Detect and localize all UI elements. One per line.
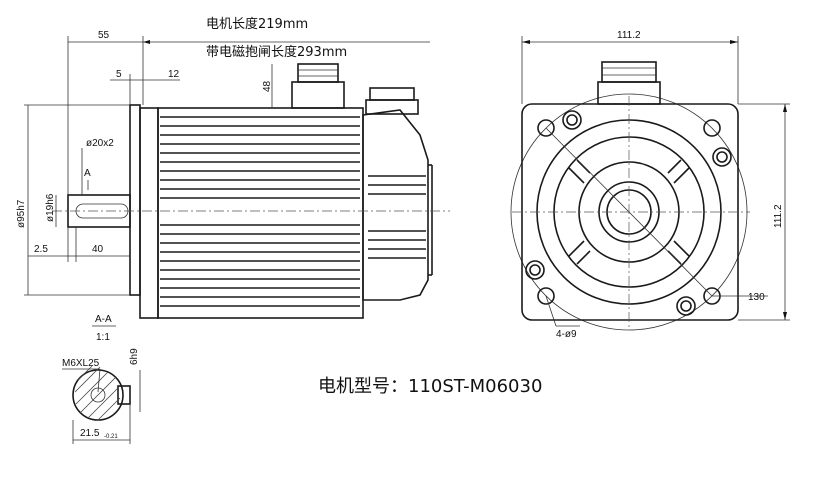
screw-head-inner <box>716 151 728 163</box>
mounting-flange <box>139 107 159 319</box>
screw-head <box>676 296 696 316</box>
section-view: A-A 1:1 M6XL25 6h9 21.5 -0.21 <box>62 314 141 444</box>
screw-head <box>562 110 582 130</box>
key-depth-tolerance: -0.21 <box>104 434 118 440</box>
mounting-hole <box>537 119 555 137</box>
mounting-holes <box>537 119 721 305</box>
flange-thickness-label: 5 <box>116 69 122 80</box>
motor-body <box>157 107 364 319</box>
cooling-fins <box>160 116 360 307</box>
spigot-diameter-label: ø95h7 <box>16 199 27 228</box>
side-view: 55 5 12 <box>16 30 450 319</box>
screw-head <box>712 147 732 167</box>
section-marker-label: A <box>84 168 91 179</box>
arrow-head <box>143 40 150 44</box>
flange-spigot <box>129 104 141 296</box>
screw-heads <box>525 110 732 316</box>
encoder-fins <box>368 175 426 259</box>
model-caption: 电机型号：110ST-M06030 <box>318 376 542 397</box>
mounting-hole <box>537 287 555 305</box>
shaft-length-label: 55 <box>98 30 110 41</box>
section-title: A-A <box>95 314 112 325</box>
mounting-hole <box>703 119 721 137</box>
encoder-housing <box>362 109 429 301</box>
section-scale: 1:1 <box>96 332 110 343</box>
motor-length-caption: 电机长度219mm <box>206 16 308 32</box>
key-depth-label: 21.5 <box>80 428 100 439</box>
shaft-diameter-label: ø20x2 <box>86 138 114 149</box>
key-width-label: ø19h6 <box>45 193 56 222</box>
key-offset-label: 2.5 <box>34 244 48 255</box>
front-connector-plug <box>601 61 657 83</box>
screw-head-inner <box>529 264 541 276</box>
spigot-offset-label: 12 <box>168 69 180 80</box>
power-connector-base <box>291 81 345 109</box>
encoder-connector-plug <box>369 87 415 101</box>
key-width-section-label: 6h9 <box>129 348 140 365</box>
pcd-label: 130 <box>748 292 765 303</box>
power-connector-plug <box>297 63 339 83</box>
holes-label: 4-ø9 <box>556 329 577 340</box>
screw-head-inner <box>566 114 578 126</box>
screw-head <box>525 260 545 280</box>
connector-height-label: 48 <box>262 80 273 92</box>
brake-length-caption: 带电磁抱闸长度293mm <box>206 44 347 60</box>
front-view: 111.2 111.2 <box>510 30 790 340</box>
front-height-label: 111.2 <box>773 204 784 228</box>
thread-label: M6XL25 <box>62 358 100 369</box>
key-section <box>117 385 131 405</box>
key-length-label: 40 <box>92 244 104 255</box>
encoder-connector-base <box>365 99 419 115</box>
screw-head-inner <box>680 300 692 312</box>
front-width-label: 111.2 <box>617 30 641 41</box>
